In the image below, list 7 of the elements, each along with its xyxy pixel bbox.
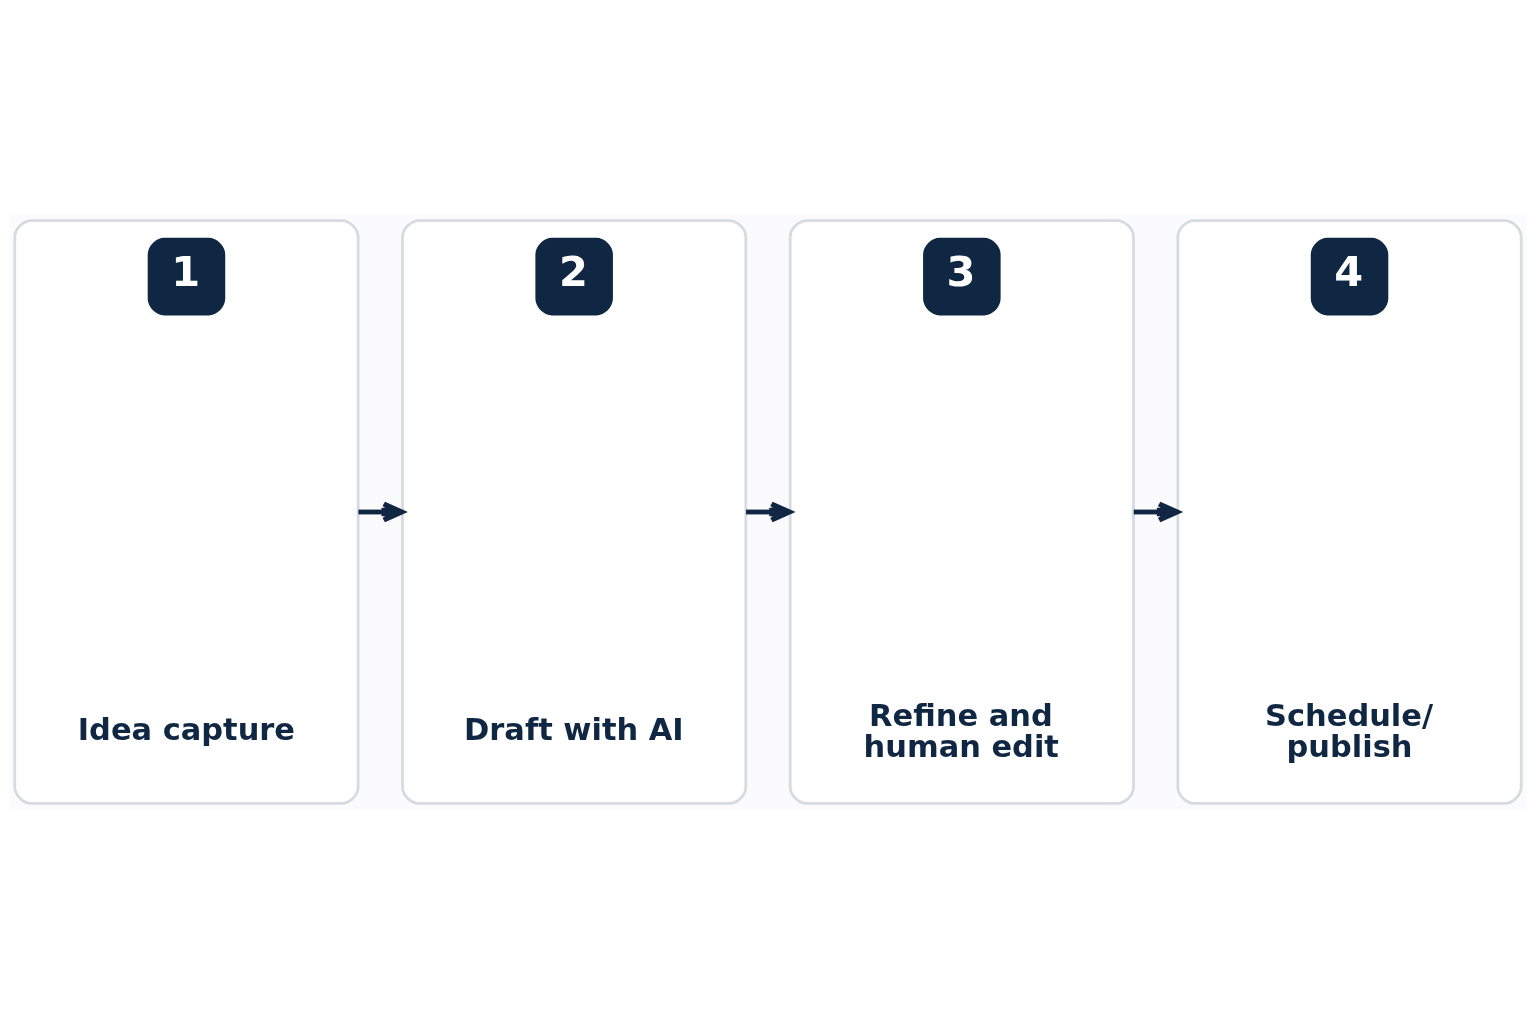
- arrow: [1133, 501, 1180, 523]
- node-box: 3 Refine and human edit: [788, 219, 1135, 805]
- node-box: 4 Schedule/ publish: [1176, 219, 1523, 805]
- node-box: 2 Draft with AI: [401, 219, 748, 805]
- arrow: [358, 501, 405, 523]
- arrow: [746, 501, 793, 523]
- node-box: 1 Idea capture: [13, 219, 360, 805]
